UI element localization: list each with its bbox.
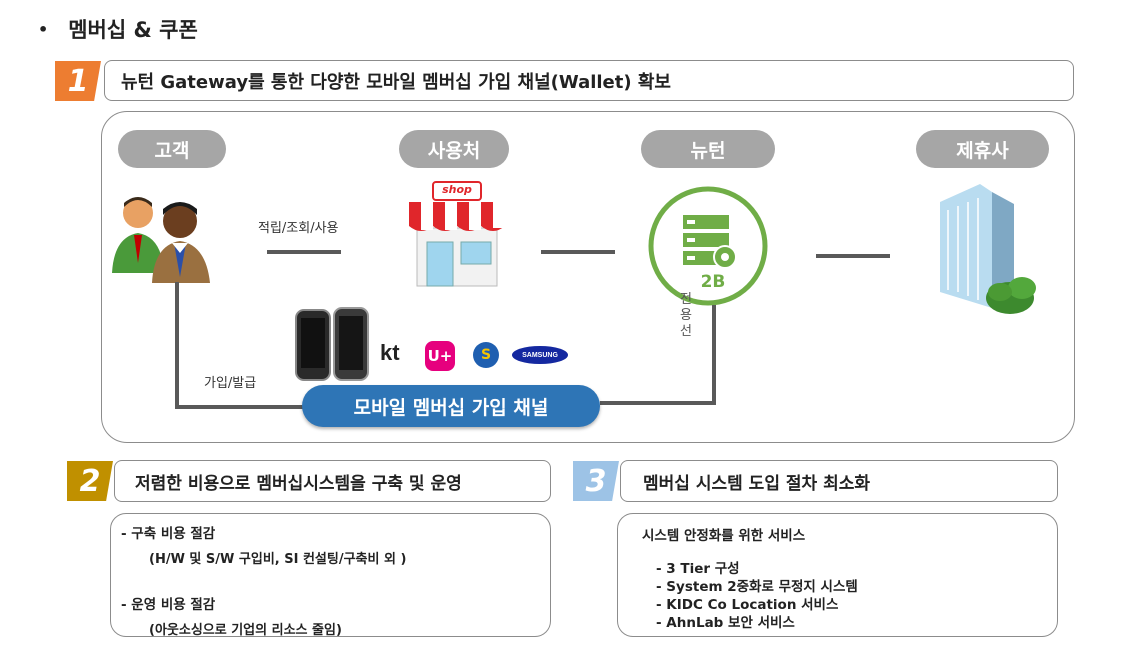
section3-header-text: 멤버십 시스템 도입 절차 최소화	[643, 473, 870, 494]
section3-item: - 3 Tier 구성	[656, 561, 740, 577]
connector-customer-down	[175, 282, 179, 409]
carrier-uplus-logo: U+	[425, 341, 455, 371]
connector-customer-shop	[267, 250, 341, 254]
edge-label-join: 가입/발급	[204, 376, 257, 391]
connector-shop-newton	[541, 250, 615, 254]
connector-newton-channel	[600, 401, 716, 405]
channel-label: 모바일 멤버십 가입 채널	[353, 396, 549, 419]
section1-number-badge: 1	[55, 61, 101, 101]
section2-number-badge: 2	[67, 461, 113, 501]
newton-2b-badge: 2B	[700, 272, 726, 292]
section1-header-text: 뉴턴 Gateway를 통한 다양한 모바일 멤버십 가입 채널(Wallet)…	[121, 71, 671, 93]
samsung-logo: SAMSUNG	[512, 346, 568, 364]
carrier-kt-logo: kt	[380, 340, 400, 365]
carrier-sk-logo: S	[473, 342, 499, 368]
section2-line-4: (아웃소싱으로 기업의 리소스 줄임)	[149, 623, 342, 638]
connector-newton-partner	[816, 254, 890, 258]
section2-header: 저렴한 비용으로 멤버십시스템을 구축 및 운영	[114, 460, 551, 502]
partner-building-icon	[940, 184, 1036, 314]
node-customer-label: 고객	[118, 130, 226, 168]
section3-intro: 시스템 안정화를 위한 서비스	[642, 528, 806, 544]
section3-item: - AhnLab 보안 서비스	[656, 615, 795, 631]
section3-header: 멤버십 시스템 도입 절차 최소화	[620, 460, 1058, 502]
customer-people-icon	[112, 197, 210, 283]
node-partner-label: 제휴사	[916, 130, 1049, 168]
section2-line-3: - 운영 비용 절감	[121, 597, 216, 613]
section1-header: 뉴턴 Gateway를 통한 다양한 모바일 멤버십 가입 채널(Wallet)…	[104, 60, 1074, 101]
mobile-membership-channel: 모바일 멤버십 가입 채널	[302, 385, 600, 427]
section2-line-1: - 구축 비용 절감	[121, 526, 216, 542]
connector-newton-down	[712, 305, 716, 405]
section2-line-2: (H/W 및 S/W 구입비, SI 컨설팅/구축비 외 )	[149, 552, 407, 567]
bullet-icon: •	[38, 19, 49, 39]
shop-sign-text: shop	[442, 183, 472, 196]
section3-detail-box: 시스템 안정화를 위한 서비스 - 3 Tier 구성 - System 2중화…	[617, 513, 1058, 637]
section3-item: - KIDC Co Location 서비스	[656, 597, 839, 613]
smartphones-icon	[295, 307, 369, 381]
section3-number-badge: 3	[573, 461, 619, 501]
page-title-row: • 멤버십 & 쿠폰	[38, 14, 198, 44]
connector-customer-channel	[175, 405, 303, 409]
node-shop-label: 사용처	[399, 130, 509, 168]
newton-gateway-icon	[648, 186, 768, 306]
edge-label-dedicated-line: 전용선	[680, 292, 692, 339]
shop-store-icon	[409, 181, 505, 287]
node-newton-label: 뉴턴	[641, 130, 775, 168]
section2-header-text: 저렴한 비용으로 멤버십시스템을 구축 및 운영	[135, 473, 462, 494]
page-title: 멤버십 & 쿠폰	[68, 18, 198, 42]
section2-detail-box: - 구축 비용 절감 (H/W 및 S/W 구입비, SI 컨설팅/구축비 외 …	[110, 513, 551, 638]
edge-label-customer-shop: 적립/조회/사용	[258, 221, 339, 236]
section3-item-list: - 3 Tier 구성 - System 2중화로 무정지 시스템 - KIDC…	[642, 560, 1033, 632]
section3-item: - System 2중화로 무정지 시스템	[656, 579, 858, 595]
